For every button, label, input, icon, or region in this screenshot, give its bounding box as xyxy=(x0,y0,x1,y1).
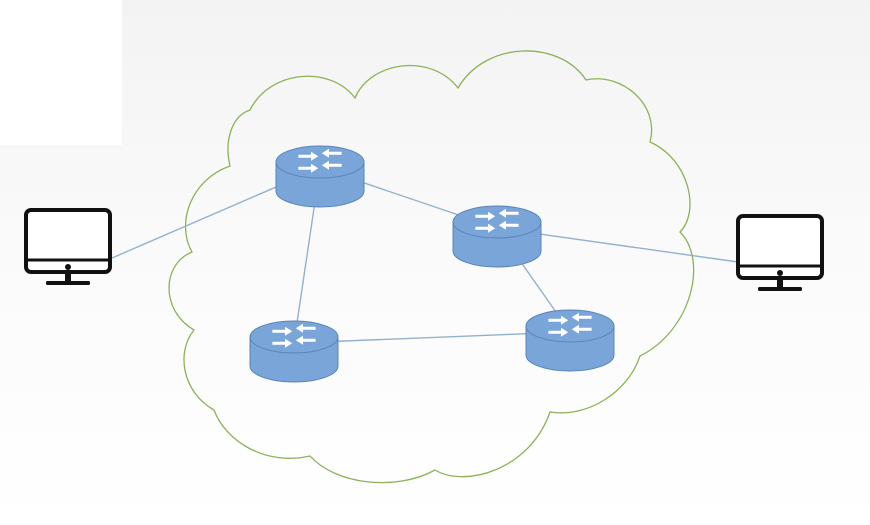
router-top xyxy=(275,145,365,208)
monitor-icon xyxy=(736,214,824,280)
links-layer xyxy=(111,167,739,344)
monitor-icon xyxy=(24,208,112,274)
link-router-bottom-left-router-bottom-right xyxy=(293,331,571,344)
router-middle xyxy=(452,205,542,268)
router-top-face xyxy=(275,145,365,179)
router-bottom-right xyxy=(525,309,615,372)
monitor-stand xyxy=(46,281,90,285)
power-dot xyxy=(777,270,783,276)
power-dot xyxy=(65,264,71,270)
nodes-layer xyxy=(24,145,824,383)
computer-right xyxy=(736,214,824,291)
router-top-face xyxy=(249,320,339,354)
monitor-neck xyxy=(65,273,71,282)
router-top-face xyxy=(525,309,615,343)
blank-panel xyxy=(0,0,122,145)
router-top-face xyxy=(452,205,542,239)
monitor-neck xyxy=(777,279,783,288)
monitor-stand xyxy=(758,287,802,291)
network-cloud xyxy=(168,50,695,484)
router-bottom-left xyxy=(249,320,339,383)
computer-left xyxy=(24,208,112,285)
